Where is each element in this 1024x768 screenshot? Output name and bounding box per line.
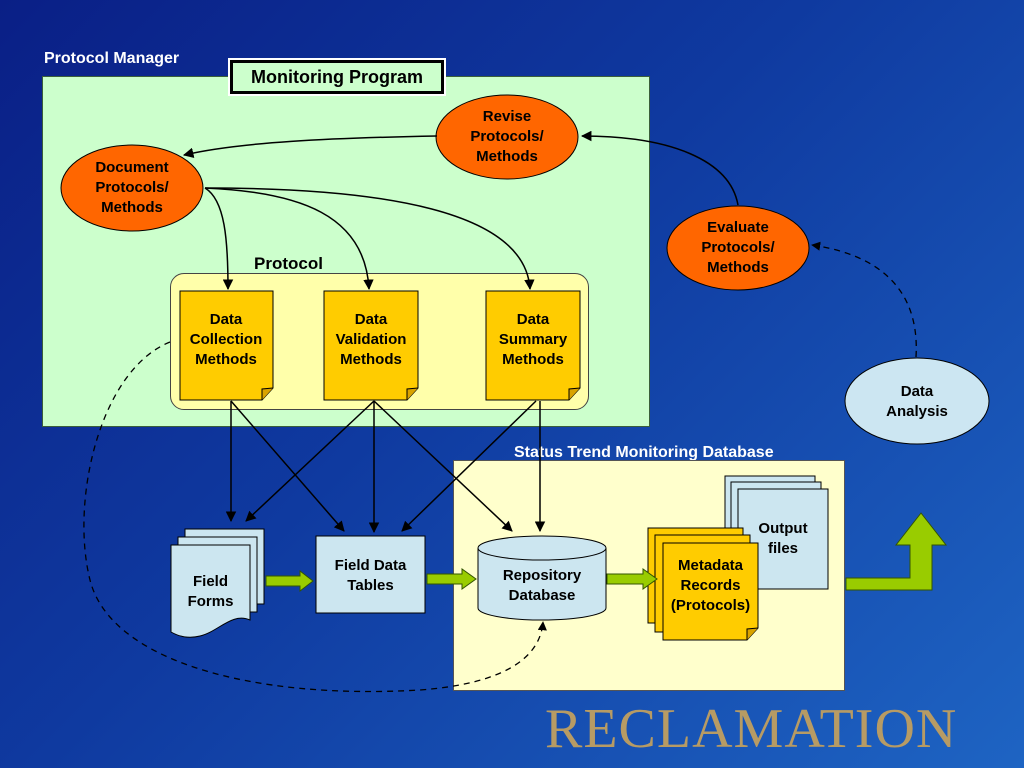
arrow-document-validation — [204, 187, 374, 291]
green-arrow-repo-metadata — [606, 568, 658, 590]
evaluate-label: Evaluate Protocols/ Methods — [701, 219, 775, 276]
revise-ellipse — [435, 94, 579, 180]
collection-label: Data Collection Methods — [189, 311, 263, 368]
green-arrow-out — [845, 512, 948, 591]
validation-doc-fold — [406, 387, 419, 400]
arrow-document-summary — [204, 187, 535, 291]
green-arrow-tables-repo — [426, 568, 477, 590]
field-tables-box — [315, 535, 426, 614]
collection-doc-fold — [261, 387, 274, 400]
evaluate-ellipse — [666, 205, 810, 291]
protocol-label: Protocol — [254, 254, 323, 273]
revise-label: Revise Protocols/ Methods — [470, 108, 544, 165]
repository-cylinder — [477, 548, 607, 621]
summary-doc-fold — [568, 387, 581, 400]
document-ellipse — [60, 144, 204, 232]
green-arrow-forms-tables — [265, 569, 314, 593]
repository-label: Repository Database — [502, 567, 582, 604]
repository-cylinder-top — [477, 535, 607, 561]
analysis-ellipse — [844, 357, 990, 445]
analysis-label: Data Analysis — [886, 383, 948, 420]
database-label: Status Trend Monitoring Database — [514, 444, 774, 461]
dashed-collection-repo — [83, 341, 547, 693]
summary-label: Data Summary Methods — [498, 311, 568, 368]
document-label: Document Protocols/ Methods — [95, 159, 169, 216]
field-tables-label: Field Data Tables — [334, 557, 407, 594]
dashed-analysis-evaluate — [811, 241, 917, 358]
arrow-validation-repo — [373, 400, 513, 532]
validation-label: Data Validation Methods — [335, 311, 407, 368]
field-forms-label: Field Forms — [187, 573, 234, 610]
arrow-revise-document — [182, 135, 438, 158]
metadata-label: Metadata Records (Protocols) — [670, 557, 751, 614]
arrow-collection-tables — [230, 400, 345, 532]
metadata-front-fold — [746, 627, 759, 640]
arrow-document-collection — [204, 187, 234, 291]
field-forms-front — [170, 544, 251, 638]
arrow-evaluate-revise — [580, 130, 739, 206]
arrow-validation-forms — [245, 400, 375, 522]
monitoring-program-title: Monitoring Program — [230, 60, 444, 94]
protocol-manager-label: Protocol Manager — [44, 50, 180, 67]
arrow-summary-tables — [401, 400, 537, 532]
reclamation-logo: RECLAMATION — [545, 698, 958, 760]
output-label: Output files — [758, 520, 808, 557]
